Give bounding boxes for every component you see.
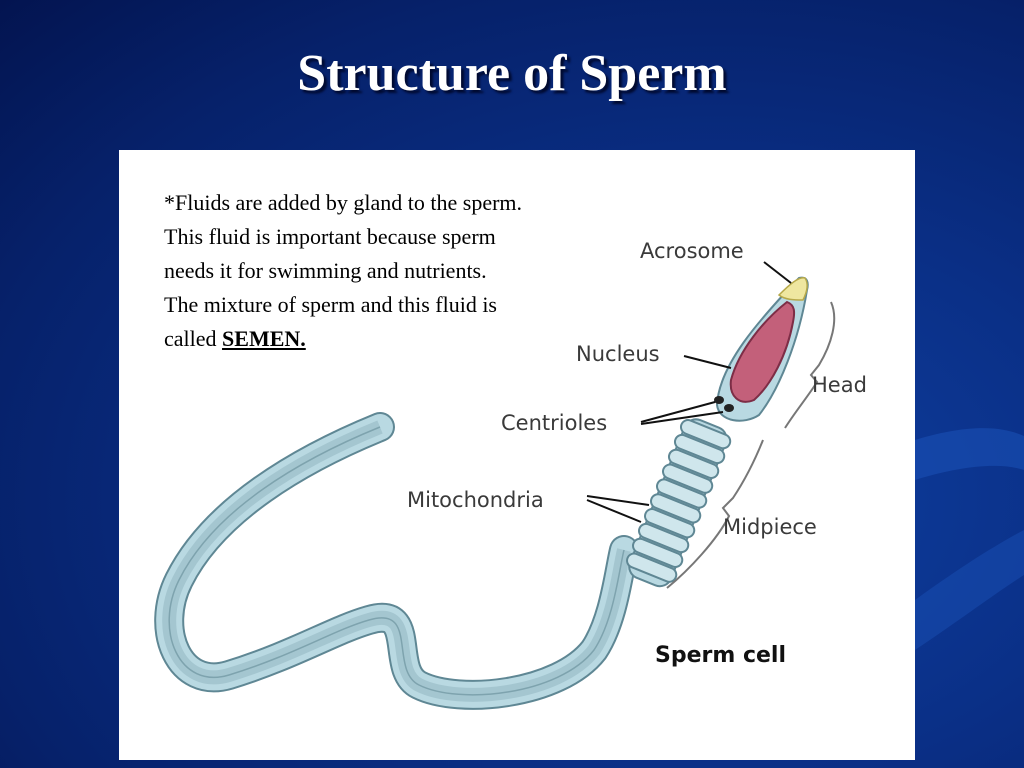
leader-lines [586,261,792,523]
label-centrioles: Centrioles [501,411,607,435]
label-midpiece: Midpiece [723,515,817,539]
note-emphasis: SEMEN. [222,326,306,351]
sperm-head [714,276,809,422]
label-mitochondria: Mitochondria [407,488,544,512]
sperm-tail [154,412,639,710]
diagram-panel: Acrosome Nucleus Centrioles Mitochondria… [119,150,915,760]
midpiece-bracket [666,439,764,589]
note-text: *Fluids are added by gland to the sperm.… [164,186,524,356]
label-nucleus: Nucleus [576,342,660,366]
slide-title: Structure of Sperm [297,45,727,102]
head-bracket [784,301,836,429]
label-head: Head [812,373,867,397]
label-acrosome: Acrosome [640,239,744,263]
sperm-midpiece [626,418,732,588]
sperm-diagram: Acrosome Nucleus Centrioles Mitochondria… [154,239,867,710]
note-body: *Fluids are added by gland to the sperm.… [164,190,523,351]
caption-sperm-cell: Sperm cell [655,643,786,668]
